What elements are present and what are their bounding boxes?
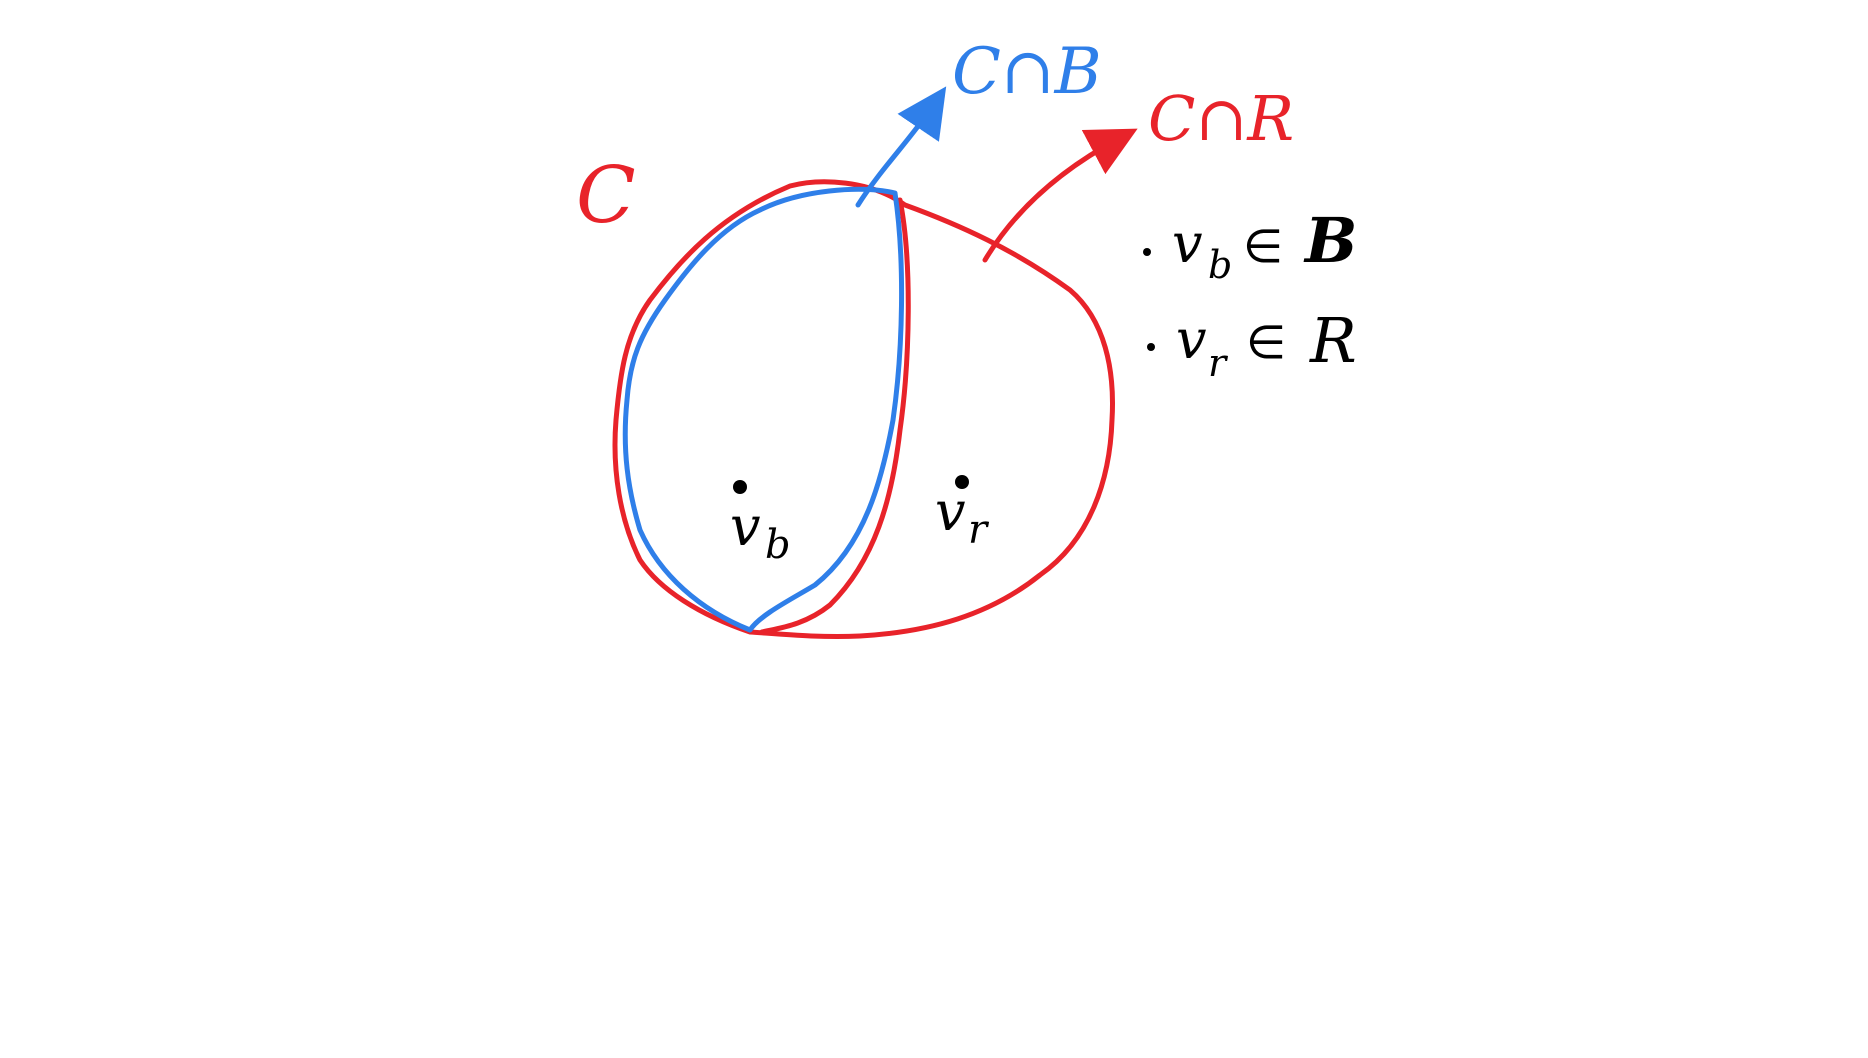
fact-vr-in-r: v r ∈ R	[1147, 304, 1357, 385]
bullet-dot	[1147, 343, 1155, 351]
red-divider-curve	[759, 197, 911, 635]
fact-sub: b	[1208, 243, 1232, 287]
label-c-cap-b: C∩B	[952, 35, 1102, 109]
vertex-vb-label: v	[730, 495, 761, 558]
c-outer-boundary	[612, 179, 1115, 640]
vertex-vr-label: v	[935, 480, 966, 543]
label-c-cap-r: C∩R	[1148, 82, 1294, 155]
arrow-to-c-cap-r	[982, 128, 1138, 263]
vertex-vr-dot	[955, 475, 969, 489]
fact-set: B	[1303, 204, 1357, 277]
fact-var: v	[1172, 212, 1203, 275]
fact-vb-in-b: v b ∈ B	[1143, 204, 1357, 287]
fact-set: R	[1309, 304, 1357, 377]
region-c-outline-red	[612, 179, 1115, 640]
vertex-vr: v r	[935, 475, 990, 553]
vertex-vb-subscript: b	[765, 522, 791, 568]
vertex-vb-dot	[733, 480, 747, 494]
blue-left-region-boundary	[622, 186, 905, 633]
arrow-to-c-cap-b	[855, 86, 947, 208]
vertex-vb: v b	[730, 480, 791, 568]
fact-rel: ∈	[1246, 315, 1286, 369]
fact-sub: r	[1208, 341, 1229, 385]
region-c-cap-b-blue	[622, 186, 905, 633]
label-set-c: C	[576, 151, 636, 241]
fact-rel: ∈	[1243, 219, 1283, 273]
fact-var: v	[1176, 308, 1207, 371]
bullet-dot	[1143, 248, 1151, 256]
vertex-vr-subscript: r	[968, 507, 990, 553]
